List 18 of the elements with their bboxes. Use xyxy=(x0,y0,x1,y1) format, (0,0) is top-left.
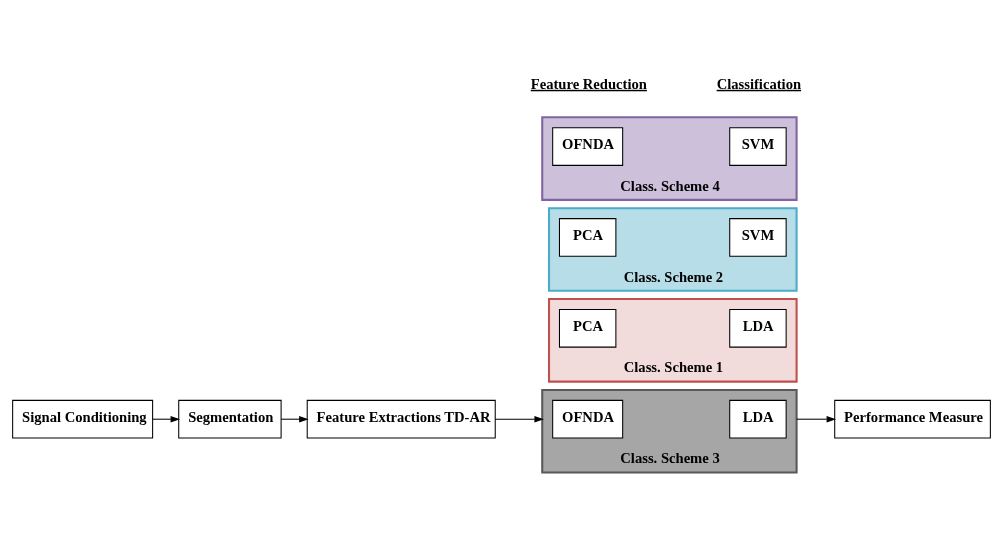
node-box: PCA xyxy=(558,309,617,348)
arrow xyxy=(152,415,180,423)
node-box: SVM xyxy=(729,218,787,257)
node-box: OFNDA xyxy=(552,127,624,166)
arrow xyxy=(280,415,309,423)
node-box: SVM xyxy=(729,127,787,166)
arrow xyxy=(796,415,836,423)
arrow xyxy=(494,415,544,423)
node-box: Signal Conditioning xyxy=(12,399,154,439)
label: Feature Reduction xyxy=(530,75,647,92)
node-box: LDA xyxy=(729,309,787,348)
label: Classification xyxy=(716,75,802,92)
node-box: Feature Extractions TD-AR xyxy=(306,399,496,439)
node-box: LDA xyxy=(729,399,787,439)
node-box: Segmentation xyxy=(178,399,282,439)
node-box: PCA xyxy=(558,218,617,257)
node-box: OFNDA xyxy=(552,399,624,439)
node-box: Performance Measure xyxy=(834,399,991,439)
